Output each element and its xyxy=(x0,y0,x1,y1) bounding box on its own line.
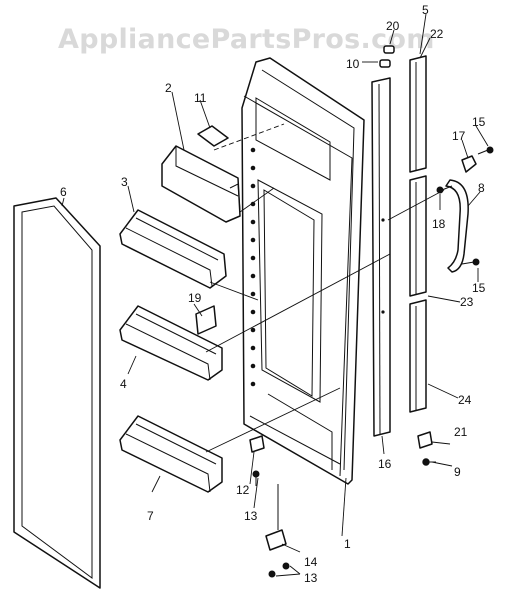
door-bin-7 xyxy=(119,415,223,493)
watermark-text: AppliancePartsPros.com xyxy=(58,24,435,55)
callout-14: 14 xyxy=(304,555,318,569)
callout-18: 18 xyxy=(432,217,446,231)
clip-20 xyxy=(383,45,395,54)
liner-holes xyxy=(250,147,256,387)
callout-15-upper: 15 xyxy=(472,115,486,129)
callout-12: 12 xyxy=(236,483,250,497)
callout-2: 2 xyxy=(165,81,172,95)
callout-9: 9 xyxy=(454,465,461,479)
callout-20: 20 xyxy=(386,19,400,33)
callout-16: 16 xyxy=(378,457,392,471)
door-panel xyxy=(241,57,365,485)
assembly-lines xyxy=(61,13,489,577)
screw-lower xyxy=(461,258,480,266)
callout-5: 5 xyxy=(422,3,429,17)
handle-end-cap xyxy=(461,155,477,173)
door-gasket xyxy=(13,197,101,589)
callout-13-upper: 13 xyxy=(244,509,258,523)
dairy-door xyxy=(197,125,229,147)
door-bin-4 xyxy=(119,305,223,381)
dairy-bin xyxy=(161,145,241,223)
callout-6: 6 xyxy=(60,185,67,199)
clip-21 xyxy=(417,431,433,449)
screw-18 xyxy=(436,185,453,194)
hinge-bushing-12 xyxy=(249,435,265,453)
callout-7: 7 xyxy=(147,509,154,523)
hinge-screw-13 xyxy=(252,470,260,486)
callout-23: 23 xyxy=(460,295,474,309)
callout-4: 4 xyxy=(120,377,127,391)
bin-insert-19 xyxy=(195,305,217,335)
door-bin-3 xyxy=(119,209,227,289)
upper-handle-trim xyxy=(409,55,427,173)
mid-handle-trim xyxy=(409,175,427,297)
callout-8: 8 xyxy=(478,181,485,195)
callout-11: 11 xyxy=(194,91,207,105)
callout-labels: 2 11 3 6 19 4 7 12 13 14 13 1 16 21 9 24… xyxy=(60,3,486,585)
hinge-bracket-14 xyxy=(265,484,287,551)
callout-15-lower: 15 xyxy=(472,281,486,295)
callout-13-lower: 13 xyxy=(304,571,318,585)
clip-10 xyxy=(379,59,391,68)
lower-handle-trim xyxy=(409,299,427,413)
hinge-screws-13 xyxy=(268,562,290,578)
callout-24: 24 xyxy=(458,393,472,407)
screw-upper xyxy=(477,146,494,155)
callout-10: 10 xyxy=(346,57,360,71)
door-handle xyxy=(445,179,469,273)
callout-19: 19 xyxy=(188,291,202,305)
trim-strip xyxy=(371,77,391,437)
callout-22: 22 xyxy=(430,27,444,41)
callout-3: 3 xyxy=(121,175,128,189)
callout-21: 21 xyxy=(454,425,468,439)
callout-1: 1 xyxy=(344,537,351,551)
callout-17: 17 xyxy=(452,129,466,143)
